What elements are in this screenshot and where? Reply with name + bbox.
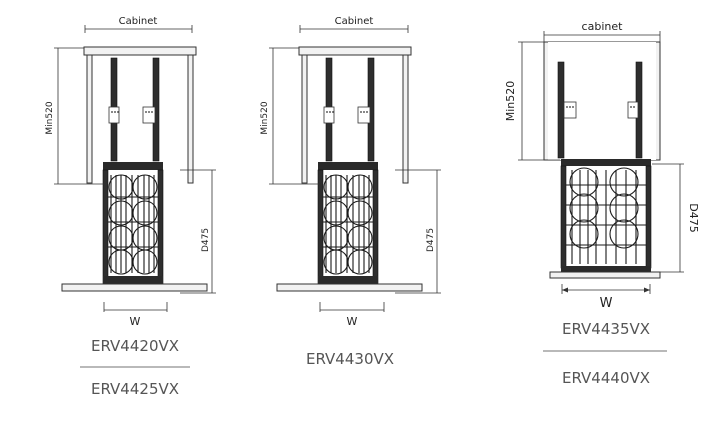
diagram-2: Cabinet Min520 D475 W ERV4430VX (260, 16, 441, 368)
cabinet-label: Cabinet (335, 16, 374, 27)
min-height-label: Min520 (260, 101, 270, 134)
depth-label: D475 (687, 203, 700, 232)
width-label: W (130, 315, 141, 328)
diagram-1: Cabinet Min520 D475 W ERV4420VX ERV4425V… (45, 16, 216, 398)
model-label: ERV4425VX (91, 380, 179, 398)
diagram-3: cabinet (504, 20, 700, 387)
depth-label: D475 (426, 228, 436, 252)
model-label: ERV4435VX (562, 320, 650, 338)
cabinet-label: cabinet (582, 20, 624, 33)
cabinet-label: Cabinet (119, 16, 158, 27)
model-label: ERV4420VX (91, 337, 179, 355)
model-label: ERV4430VX (306, 350, 394, 368)
width-label: W (600, 296, 613, 311)
model-label: ERV4440VX (562, 369, 650, 387)
min-height-label: Min520 (45, 101, 55, 134)
width-label: W (347, 315, 358, 328)
min-height-label: Min520 (504, 81, 517, 122)
depth-label: D475 (201, 228, 211, 252)
